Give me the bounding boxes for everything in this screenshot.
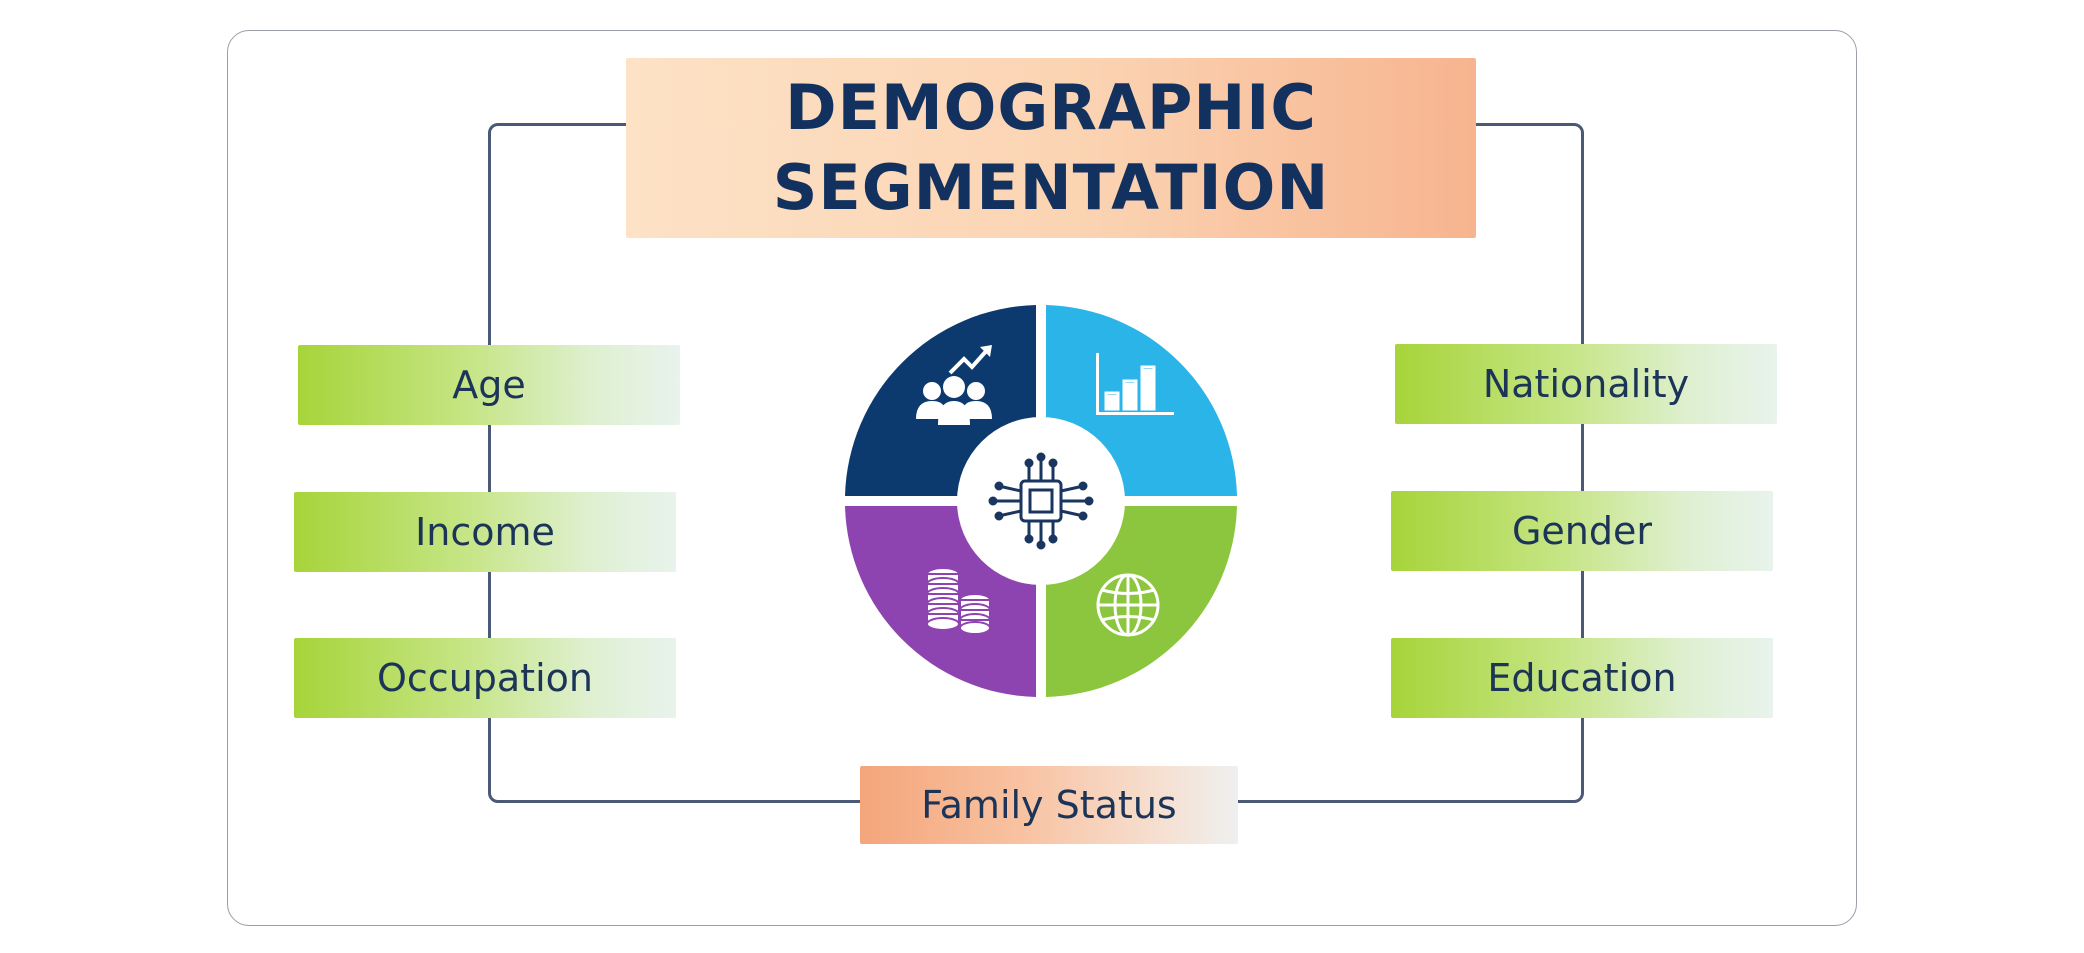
title-line-2: SEGMENTATION [772, 151, 1330, 224]
factor-nationality: Nationality [1395, 344, 1777, 424]
factor-education: Education [1391, 638, 1773, 718]
factor-family-status: Family Status [860, 766, 1238, 844]
title-banner: DEMOGRAPHIC SEGMENTATION [626, 58, 1476, 238]
title-line-1: DEMOGRAPHIC [785, 71, 1317, 144]
bar-chart-icon [1096, 353, 1174, 415]
chip-icon [988, 452, 1094, 550]
factor-occupation: Occupation [294, 638, 676, 718]
factor-gender: Gender [1391, 491, 1773, 571]
factor-age: Age [298, 345, 680, 425]
segmentation-wheel [845, 305, 1237, 697]
coins-icon [926, 567, 991, 635]
factor-income: Income [294, 492, 676, 572]
people-growth-icon [916, 345, 992, 425]
globe-icon [1096, 573, 1160, 637]
